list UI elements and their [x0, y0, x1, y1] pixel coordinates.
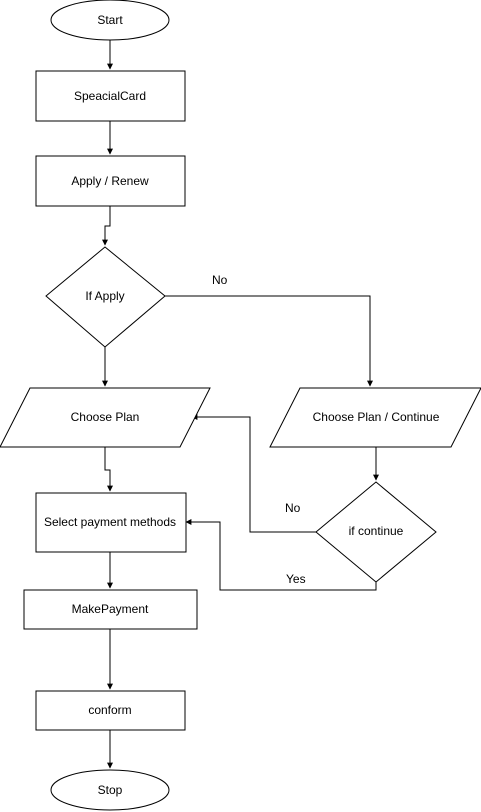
stop-label: Stop	[98, 783, 123, 797]
choose-plan-node	[0, 387, 211, 448]
make-payment-label: MakePayment	[72, 602, 149, 616]
conform-node	[35, 690, 186, 731]
make-payment-node	[23, 589, 198, 630]
if-continue-decision	[315, 481, 437, 583]
conform-label: conform	[88, 703, 131, 717]
start-node	[50, 0, 170, 41]
choose-plan-label: Choose Plan	[71, 410, 140, 424]
select-payment-node	[35, 492, 187, 553]
start-label: Start	[97, 13, 123, 27]
if-apply-label: If Apply	[85, 289, 124, 303]
choose-plan-continue-label: Choose Plan / Continue	[313, 410, 440, 424]
apply-renew-label: Apply / Renew	[71, 174, 149, 188]
edge-ifcontinue-no-to-chooseplan	[191, 414, 316, 533]
special-card-label: SpeacialCard	[74, 89, 146, 103]
apply-renew-node	[35, 155, 186, 207]
if-apply-decision	[45, 246, 166, 348]
stop-node	[50, 769, 170, 811]
edge-label-apply-no: No	[212, 273, 228, 287]
edge-ifcontinue-yes-to-payment	[185, 519, 377, 591]
choose-plan-continue-node	[269, 387, 481, 448]
special-card-node	[35, 70, 186, 122]
edge-apply-to-ifapply	[102, 206, 111, 246]
if-continue-label: if continue	[349, 524, 404, 538]
edge-label-continue-no: No	[285, 501, 301, 515]
edge-chooseplan-to-payment	[104, 447, 113, 492]
edge-label-continue-yes: Yes	[286, 572, 306, 586]
select-payment-label: Select payment methods	[44, 515, 176, 529]
edge-ifapply-no-to-continue	[165, 295, 373, 387]
